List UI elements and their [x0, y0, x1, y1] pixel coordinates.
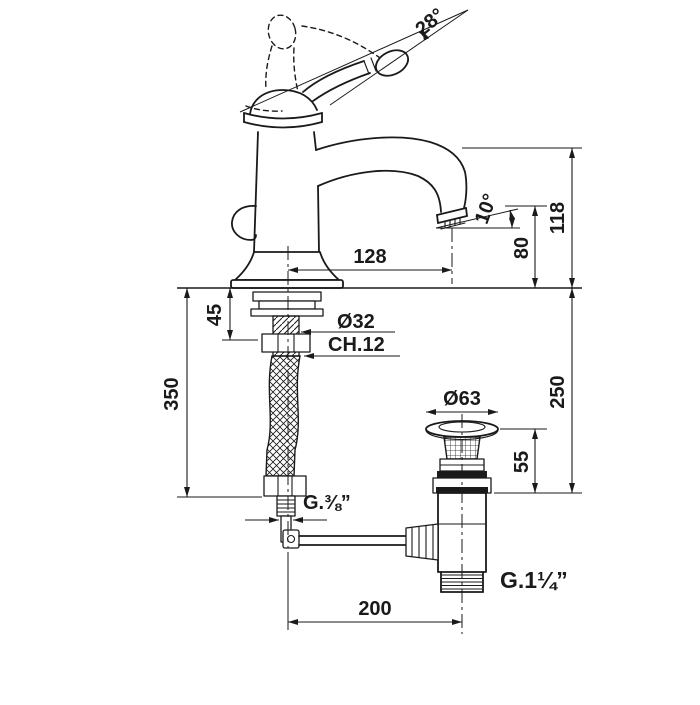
dome-cap	[249, 89, 318, 115]
body-right-edge	[317, 185, 320, 253]
base-plate	[230, 279, 344, 289]
body-left-edge	[253, 131, 259, 253]
label-handle-angle: 28°	[411, 4, 448, 40]
label-shank-diameter: Ø32	[337, 311, 375, 333]
label-below-deck-depth: 250	[547, 375, 569, 408]
horseshoe-washer	[250, 308, 324, 317]
dimension-lines	[177, 9, 582, 630]
handle-travel-arc	[301, 25, 381, 59]
label-inlet-thread: G.⅜”	[303, 492, 351, 514]
drain-pull-knob	[231, 205, 257, 241]
label-spout-reach: 128	[353, 246, 386, 268]
faucet-base	[230, 251, 344, 289]
rod-clamp	[282, 529, 300, 549]
supply-assembly	[250, 291, 407, 549]
label-mounting-thickness: 45	[204, 304, 226, 326]
label-spout-angle: 10°	[471, 191, 502, 227]
waste-rod-nut	[405, 523, 439, 561]
label-outlet-height: 80	[511, 237, 533, 259]
label-total-height: 118	[547, 202, 569, 234]
inlet-thread-tube	[276, 495, 296, 517]
handle-lever	[302, 49, 409, 102]
hose-end-nut	[263, 475, 307, 497]
label-hose-length: 350	[161, 377, 183, 410]
spout-outlet-rim	[436, 207, 467, 216]
fixing-nut	[261, 333, 311, 353]
pop-up-waste	[405, 420, 499, 593]
label-waste-flange-diameter: Ø63	[443, 388, 481, 410]
mounting-plate	[252, 291, 322, 302]
arc-spout-angle	[509, 209, 516, 229]
label-wrench-size: CH.12	[328, 334, 385, 356]
centerlines	[287, 228, 463, 634]
label-waste-height: 55	[511, 451, 533, 473]
faucet-body	[231, 89, 323, 253]
label-waste-offset: 200	[358, 598, 391, 620]
arc-handle-angle	[418, 28, 430, 41]
label-waste-thread: G.1¼”	[500, 567, 568, 593]
flexible-hose	[265, 355, 301, 477]
dimension-labels: 118 80 250 55 45 350 128 200 Ø63 Ø32 CH.…	[161, 4, 569, 620]
spout	[315, 136, 468, 230]
